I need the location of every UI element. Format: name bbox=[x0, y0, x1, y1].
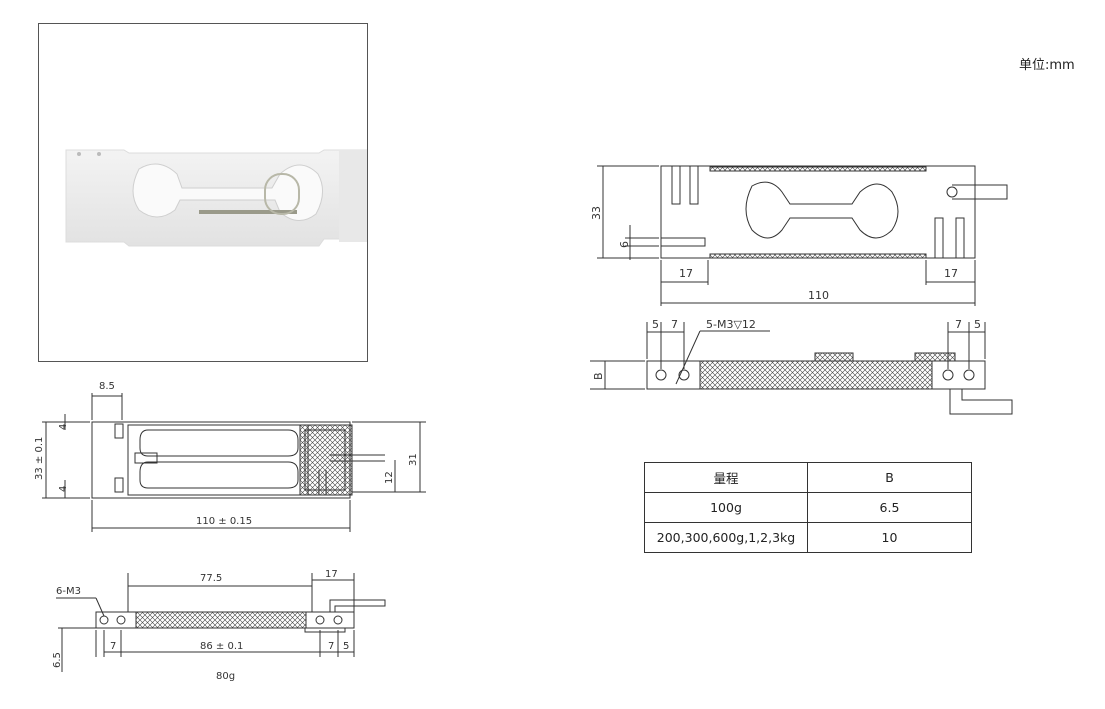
thread-6-m3: 6-M3 bbox=[56, 586, 81, 597]
dim-7-left: 7 bbox=[110, 641, 116, 652]
cell-b: 10 bbox=[807, 522, 972, 553]
product-photo-frame bbox=[38, 23, 370, 362]
dim-4-top: 4 bbox=[58, 424, 69, 430]
dim-31: 31 bbox=[408, 453, 419, 466]
dim-12: 12 bbox=[384, 471, 395, 484]
cell-range: 100g bbox=[644, 492, 808, 523]
dim-77-5: 77.5 bbox=[200, 573, 222, 584]
header-range: 量程 bbox=[644, 462, 808, 493]
cell-range: 200,300,600g,1,2,3kg bbox=[644, 522, 808, 553]
right-bottom-view bbox=[590, 322, 1013, 415]
right-top-view bbox=[597, 165, 1008, 306]
dim-height: 33 ± 0.1 bbox=[34, 437, 45, 480]
left-top-view bbox=[42, 393, 426, 532]
dim-7-right: 7 bbox=[328, 641, 334, 652]
table-row: 100g 6.5 bbox=[644, 492, 972, 523]
dim-5-right: 5 bbox=[343, 641, 349, 652]
spec-table: 量程 B 100g 6.5 200,300,600g,1,2,3kg 10 bbox=[644, 462, 972, 553]
dim-length: 110 ± 0.15 bbox=[196, 516, 252, 527]
dim-7-right-rb: 7 bbox=[955, 318, 962, 331]
table-header-row: 量程 B bbox=[644, 462, 972, 493]
dim-17-right: 17 bbox=[944, 267, 958, 280]
header-b: B bbox=[807, 462, 972, 493]
dim-86: 86 ± 0.1 bbox=[200, 641, 243, 652]
unit-label: 单位:mm bbox=[1019, 58, 1075, 73]
weight-label: 80g bbox=[216, 671, 235, 682]
dim-7-left-rb: 7 bbox=[671, 318, 678, 331]
dim-17: 17 bbox=[325, 569, 338, 580]
dim-33: 33 bbox=[590, 206, 603, 220]
dim-110: 110 bbox=[808, 289, 829, 302]
left-bottom-view bbox=[56, 573, 386, 672]
dim-6: 6 bbox=[618, 241, 631, 248]
thread-5-m3: 5-M3▽12 bbox=[706, 318, 756, 331]
cell-b: 6.5 bbox=[807, 492, 972, 523]
dim-17-left: 17 bbox=[679, 267, 693, 280]
load-cell-photo bbox=[65, 149, 370, 247]
table-row: 200,300,600g,1,2,3kg 10 bbox=[644, 522, 972, 553]
dim-b: B bbox=[592, 372, 605, 380]
dim-8-5: 8.5 bbox=[99, 381, 115, 392]
dim-5-right-rb: 5 bbox=[974, 318, 981, 331]
dim-5-left: 5 bbox=[652, 318, 659, 331]
dim-4-bottom: 4 bbox=[58, 486, 69, 492]
dim-6-5: 6.5 bbox=[52, 652, 63, 668]
